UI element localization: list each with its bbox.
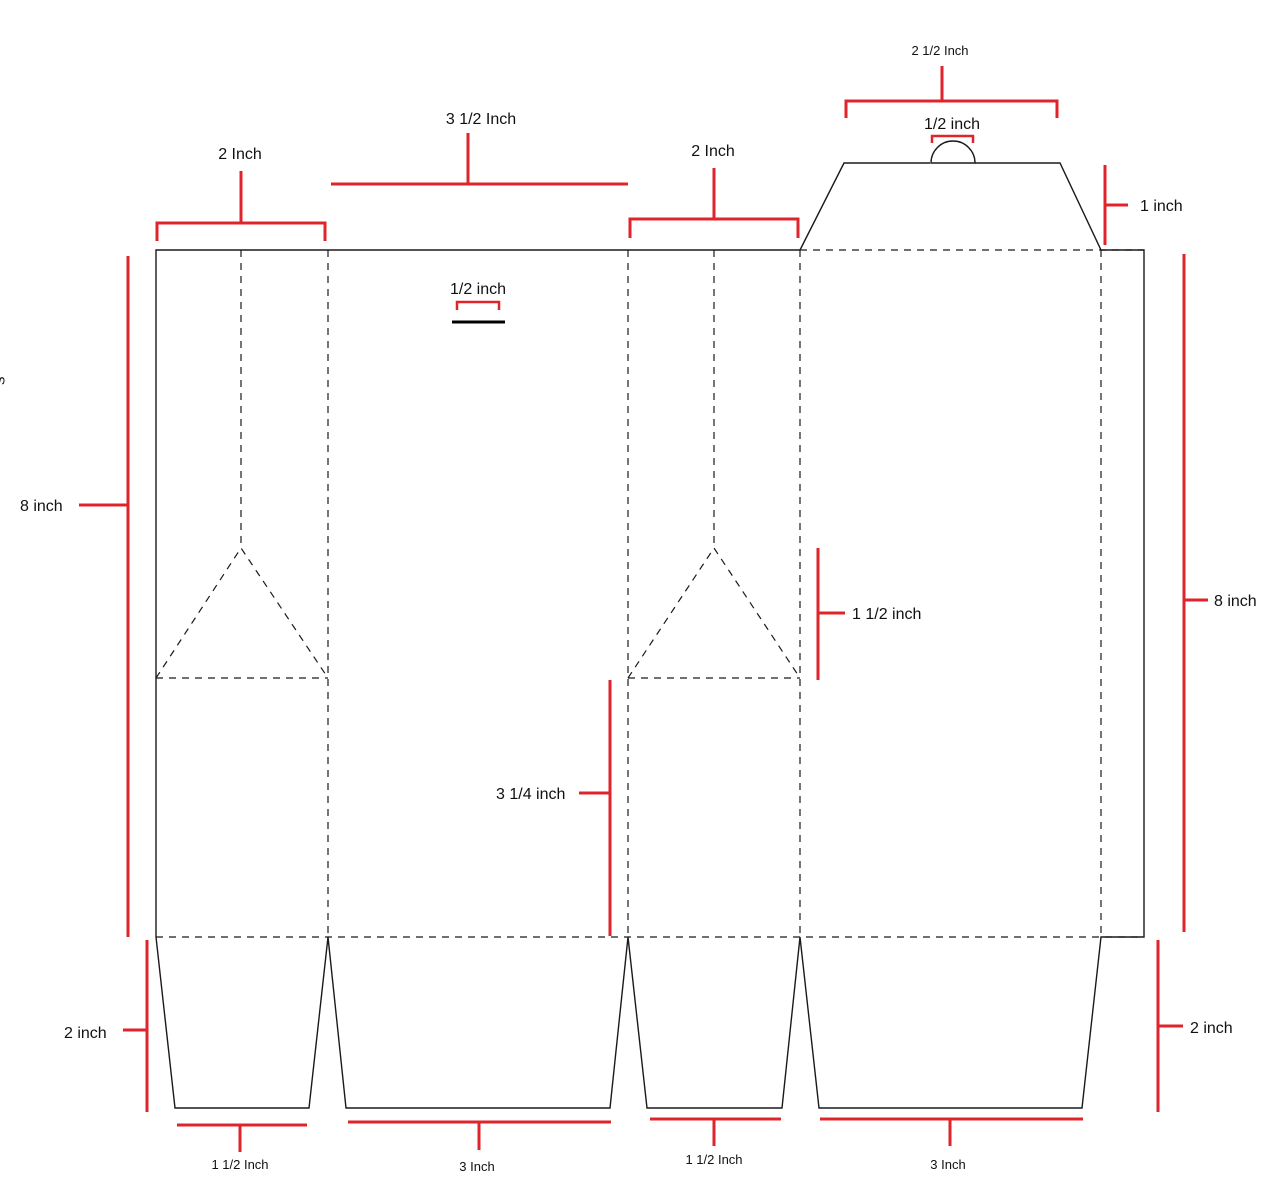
label-bottom-1: 1 1/2 Inch [211,1157,268,1172]
edge-fragment-text: S [0,376,8,385]
dimension-markers [79,66,1208,1152]
main-outline [155,162,1145,1109]
label-handle-height: 1 inch [1140,198,1183,215]
label-lower-panel-height: 3 1/4 inch [496,786,565,803]
dim-top-handle-bracket [844,99,1059,118]
label-bottom-2: 3 Inch [459,1159,494,1174]
label-bottom-left-height: 2 inch [64,1025,107,1042]
handle-flap-left-edge [799,162,930,251]
label-bottom-4: 3 Inch [930,1157,965,1172]
label-right-height: 8 inch [1214,593,1257,610]
cut-outline [155,140,1145,1109]
label-handle-hole: 1/2 inch [924,116,980,133]
label-left-height: 8 inch [20,498,63,515]
dim-side-left-bracket [155,221,327,241]
label-bottom-right-height: 2 inch [1190,1020,1233,1037]
handle-hole [930,140,976,164]
fold-lines [155,249,1144,938]
label-triangle-height: 1 1/2 inch [852,606,921,623]
label-side-right-width: 2 Inch [691,143,735,160]
label-bottom-3: 1 1/2 Inch [685,1152,742,1167]
fold-triangle-left [155,546,329,679]
dim-handle-hole-bracket [930,134,975,143]
label-top-handle-width: 2 1/2 Inch [911,43,968,58]
dim-side-right-bracket [628,217,800,238]
label-side-left-width: 2 Inch [218,146,262,163]
fold-triangle-right [627,546,801,679]
dimension-labels: 2 1/2 Inch 1/2 inch 3 1/2 Inch 2 Inch 2 … [0,43,1257,1174]
label-slot-width: 1/2 inch [450,281,506,298]
dim-slot-bracket [455,300,501,310]
label-front-width: 3 1/2 Inch [446,111,516,128]
